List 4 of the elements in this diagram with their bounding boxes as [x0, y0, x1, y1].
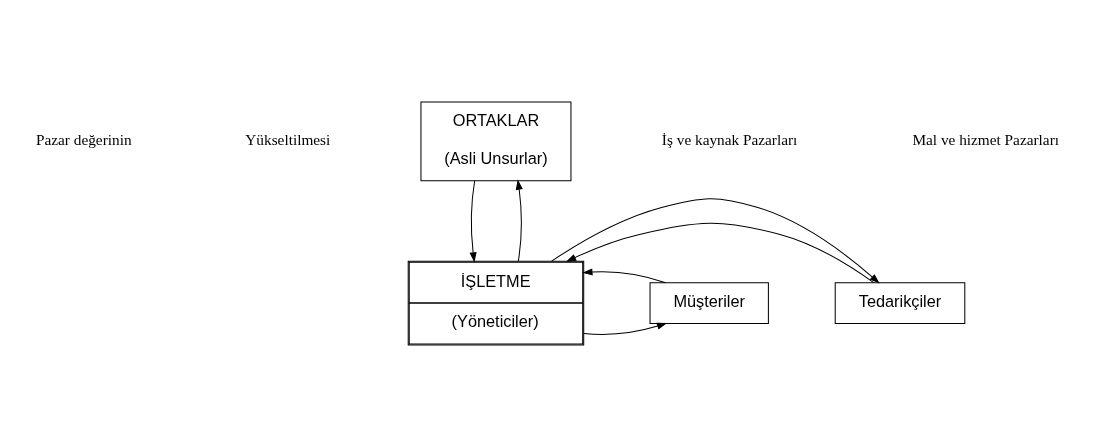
label: Mal ve hizmet Pazarları: [912, 130, 1059, 148]
label: Yükseltilmesi: [245, 130, 331, 148]
label: Pazar değerinin: [35, 130, 132, 148]
label: İş ve kaynak Pazarları: [661, 130, 798, 148]
